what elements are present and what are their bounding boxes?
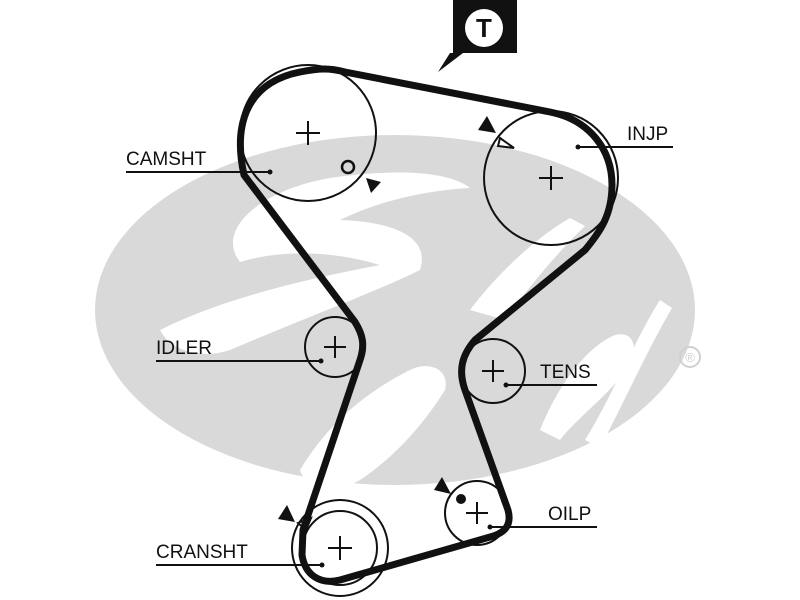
label-tens: TENS [503,362,597,388]
center-cross-icon [466,502,488,524]
timing-arrow-icon [278,505,295,522]
center-cross-icon [296,121,320,145]
watermark-letter-a [300,366,446,488]
tension-marker: T [438,0,517,72]
oilp-label-text: OILP [548,504,591,525]
timing-arrow-icon [434,477,451,494]
watermark-letter-e [540,334,634,440]
timing-arrow-icon [366,178,381,193]
timing-dot-hollow-icon [340,159,356,175]
registered-mark: ® [679,346,701,368]
center-cross-icon [482,360,504,382]
label-cransht: CRANSHT [156,542,325,568]
label-oilp: OILP [487,504,597,530]
label-injp: INJP [575,124,673,150]
cransht-label-text: CRANSHT [156,542,248,563]
timing-arrow-icon [478,116,496,133]
camsht-label-text: CAMSHT [126,149,207,170]
watermark-letter-g [160,172,470,354]
watermark-letter-s [585,300,672,448]
label-idler: IDLER [156,338,324,364]
timing-dot-filled-icon [456,494,466,504]
watermark-letter-t [470,218,585,320]
injp-label-text: INJP [627,124,668,145]
idler-label-text: IDLER [156,338,212,359]
center-cross-icon [328,536,352,560]
center-cross-icon [324,336,346,358]
gates-watermark-logo: ® [95,135,701,488]
tension-marker-label: T [476,13,492,43]
timing-belt [237,65,616,585]
timing-triangle-hollow-icon [496,136,515,149]
registered-mark-text: ® [685,350,695,365]
label-camsht: CAMSHT [126,149,273,175]
center-cross-icon [539,166,563,190]
tens-label-text: TENS [540,362,591,383]
